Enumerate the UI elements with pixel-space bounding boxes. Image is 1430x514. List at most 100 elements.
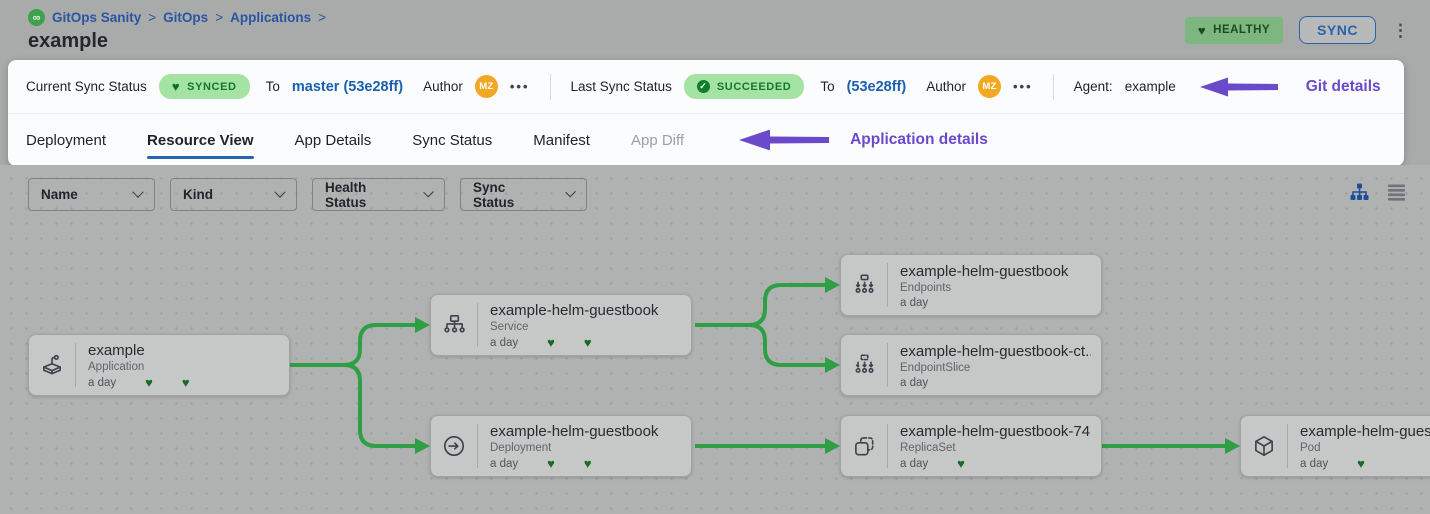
edge-service-endpointslice [695,323,825,367]
breadcrumb-link-gitops[interactable]: GitOps [163,10,209,25]
header-actions: HEALTHY SYNC [1184,0,1408,60]
succeeded-badge-label: SUCCEEDED [716,80,792,93]
name-filter-label: Name [41,187,78,202]
kind-filter-label: Kind [183,187,213,202]
breadcrumb-separator: > [148,10,157,25]
edge-arrowhead [415,317,430,333]
heart-icon [1198,23,1206,38]
node-name: example [88,341,145,359]
tab-sync-status[interactable]: Sync Status [412,131,493,149]
health-hearts [518,335,592,350]
breadcrumb-separator: > [215,10,224,25]
node-age: a day [88,376,117,389]
synced-badge: SYNCED [158,74,250,99]
author-avatar[interactable]: MZ [978,75,1001,98]
author-label: Author [423,79,463,94]
heart-icon [957,456,965,471]
sync-button[interactable]: SYNC [1299,16,1376,44]
current-commit-link[interactable]: master (53e28ff) [291,78,404,95]
tab-deployment[interactable]: Deployment [26,131,107,149]
node-service-example-helm-guestbook[interactable]: example-helm-guestbook Service a day [430,294,692,356]
node-deployment-example-helm-guestbook[interactable]: example-helm-guestbook Deployment a day [430,415,692,477]
breadcrumb-link-gitops-sanity[interactable]: GitOps Sanity [52,10,142,25]
health-hearts [928,456,965,471]
divider [887,343,888,387]
agent-value: example [1124,79,1176,94]
node-endpointslice-example-helm-guestbook[interactable]: example-helm-guestbook-ct... EndpointSli… [840,334,1102,396]
node-replicaset-example-helm-guestbook[interactable]: example-helm-guestbook-74... ReplicaSet … [840,415,1102,477]
sync-status-filter-dropdown[interactable]: Sync Status [460,178,587,211]
divider [887,263,888,307]
endpointslice-icon [841,352,887,378]
name-filter-dropdown[interactable]: Name [28,178,155,211]
edge-service-endpoints [695,283,825,327]
tab-manifest[interactable]: Manifest [533,131,590,149]
to-label: To [265,79,280,94]
node-application-example[interactable]: example Application a day [28,334,290,396]
node-age: a day [490,336,519,349]
application-details-arrow-icon [739,129,830,151]
kind-filter-dropdown[interactable]: Kind [170,178,297,211]
node-kind: ReplicaSet [900,441,956,454]
edge-application-deployment [290,363,415,448]
pod-icon [1241,433,1287,459]
node-name: example-helm-guestbook-ct... [900,342,1091,360]
application-icon [29,352,75,378]
node-name: example-helm-guestbook [490,422,659,440]
node-pod-example-helm-guestbook[interactable]: example-helm-guest Pod a day [1240,415,1430,477]
edge-arrowhead [825,277,840,293]
heart-icon [145,375,153,390]
health-hearts [518,456,592,471]
heart-icon [182,375,190,390]
edge-arrowhead [1225,438,1240,454]
divider [549,73,551,100]
node-age: a day [900,296,929,309]
edge-application-service [290,323,415,367]
author-avatar[interactable]: MZ [474,75,498,98]
app-tabs: Deployment Resource View App Details Syn… [8,113,1404,166]
git-status-bar: Current Sync Status SYNCED To master (53… [8,60,1404,113]
node-kind: Application [88,360,145,373]
to-label: To [820,79,835,94]
divider [75,343,76,387]
divider [477,303,478,347]
node-name: example-helm-guestbook-74... [900,422,1091,440]
current-sync-status-label: Current Sync Status [26,79,147,94]
divider [1052,73,1054,100]
node-kind: Pod [1300,441,1321,454]
view-toggle [1349,182,1406,202]
node-age: a day [900,376,929,389]
node-age: a day [900,457,929,470]
commit-message-more-icon[interactable] [1013,79,1033,94]
heart-icon [547,335,555,350]
service-icon [431,312,477,338]
health-hearts [1328,456,1365,471]
list-view-icon[interactable] [1387,183,1406,201]
divider [887,424,888,468]
tab-app-details[interactable]: App Details [294,131,372,149]
author-label: Author [926,79,966,94]
node-kind: Endpoints [900,281,952,294]
app-details-panel: Current Sync Status SYNCED To master (53… [8,60,1404,166]
tree-edges [290,277,1240,454]
tab-app-diff[interactable]: App Diff [630,131,685,149]
node-name: example-helm-guestbook [900,262,1069,280]
node-kind: EndpointSlice [900,361,971,374]
node-endpoints-example-helm-guestbook[interactable]: example-helm-guestbook Endpoints a day [840,254,1102,316]
heart-icon [584,335,592,350]
application-details-annotation: Application details [850,131,988,148]
resource-tree-canvas: Name Kind Health Status Sync Status [0,165,1430,514]
health-status-filter-dropdown[interactable]: Health Status [312,178,445,211]
page-title: example [28,30,109,52]
resource-filter-bar: Name Kind Health Status Sync Status [28,178,587,211]
commit-message-more-icon[interactable] [510,79,530,94]
node-age: a day [1300,457,1329,470]
tree-view-icon[interactable] [1349,182,1370,202]
health-status-filter-label: Health Status [325,179,367,210]
node-kind: Service [490,320,529,333]
overflow-menu-icon[interactable] [1392,22,1408,39]
heart-icon [584,456,592,471]
breadcrumb-link-applications[interactable]: Applications [230,10,312,25]
tab-resource-view[interactable]: Resource View [147,114,254,166]
last-commit-link[interactable]: (53e28ff) [846,78,907,95]
